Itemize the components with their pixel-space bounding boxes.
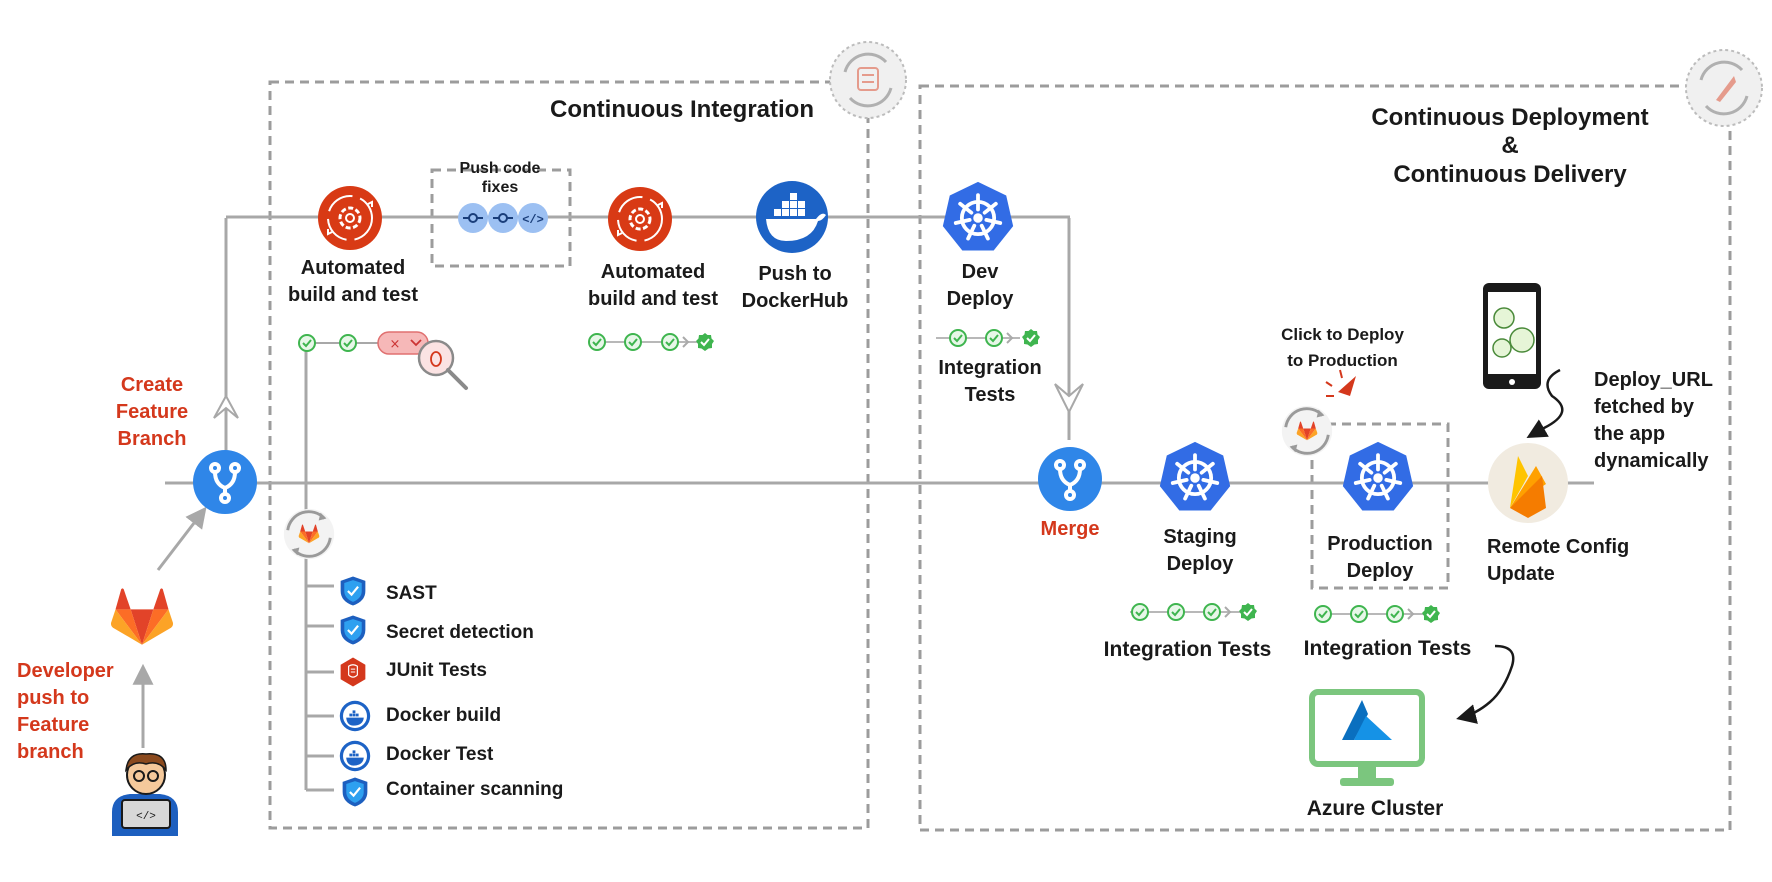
- cd-title-line3: Continuous Delivery: [1393, 161, 1627, 188]
- svg-text:×: ×: [390, 337, 401, 352]
- kubernetes-icon: [940, 180, 1016, 253]
- curved-arrow-phone: [1526, 368, 1564, 438]
- monitor-icon: [1309, 689, 1425, 786]
- click-deploy-label: Click to Deploy to Production: [1281, 325, 1404, 370]
- shield-icon: [339, 575, 367, 607]
- svg-text:</>: </>: [136, 811, 156, 823]
- kubernetes-icon: [1340, 440, 1416, 513]
- merge-git-icon: [1037, 446, 1103, 512]
- cd-rocket-icon: [1685, 49, 1763, 127]
- developer-push-label: Developer push to Feature branch: [17, 660, 114, 763]
- push-fixes-label: Push code fixes: [459, 160, 541, 196]
- bug-icon: [430, 351, 442, 367]
- ci-checks-2: [588, 332, 715, 352]
- refresh-icon: [1282, 406, 1332, 456]
- firebase-icon: [1488, 443, 1568, 523]
- cd-title-line2: &: [1501, 132, 1519, 159]
- kubernetes-icon: [1157, 440, 1233, 513]
- gitlab-icon: [110, 588, 174, 645]
- shield-icon: [341, 776, 369, 808]
- step-docker-build: Docker build: [386, 705, 502, 726]
- refresh-icon: [284, 509, 334, 559]
- prod-checks: [1314, 604, 1441, 624]
- dev-integration-tests-label: Integration Tests: [938, 357, 1042, 406]
- azure-icon: [1342, 700, 1368, 740]
- step-junit: JUnit Tests: [386, 660, 488, 681]
- production-box: [1310, 422, 1450, 590]
- step-secret-detection: Secret detection: [386, 622, 534, 643]
- ci-refresh-icon: [829, 41, 907, 119]
- developer-icon: </>: [112, 753, 178, 836]
- docker-build-icon: [339, 700, 371, 732]
- ci-box: [268, 80, 870, 830]
- staging-label: Staging Deploy: [1163, 526, 1237, 575]
- curved-arrow-azure: [1456, 644, 1515, 724]
- merge-label: Merge: [1040, 518, 1100, 540]
- step-sast: SAST: [386, 583, 437, 604]
- remote-config-label: Remote Config Update: [1487, 536, 1630, 585]
- cd-box: [918, 84, 1732, 832]
- shield-icon: [339, 614, 367, 646]
- commit-icon: </>: [458, 203, 548, 233]
- ci-title: Continuous Integration: [550, 96, 814, 123]
- create-branch-label: Create Feature Branch: [115, 374, 189, 450]
- git-branch-icon: [192, 449, 258, 515]
- ci-checks-1: ×: [298, 331, 468, 390]
- step-docker-test: Docker Test: [386, 744, 494, 765]
- build1-label: Automated build and test: [288, 257, 418, 306]
- dev-deploy-label: Dev Deploy: [946, 261, 1014, 310]
- azure-label: Azure Cluster: [1306, 797, 1444, 820]
- prod-integration-tests-label: Integration Tests: [1303, 637, 1472, 660]
- cursor-click-icon: [1325, 369, 1356, 397]
- build-gear-icon-2: [607, 186, 673, 252]
- deploy-url-label: Deploy_URL fetched by the app dynamicall…: [1594, 369, 1713, 472]
- step-container-scanning: Container scanning: [386, 779, 564, 800]
- up-chevron-icon: [213, 393, 239, 419]
- production-label: Production Deploy: [1327, 533, 1433, 582]
- phone-icon: [1483, 283, 1541, 389]
- staging-checks: [1130, 602, 1258, 622]
- code-icon: </>: [522, 213, 544, 227]
- docker-icon: [756, 181, 828, 253]
- docker-test-icon: [339, 740, 371, 772]
- junit-icon: [340, 656, 366, 688]
- cd-title-line1: Continuous Deployment: [1371, 104, 1649, 131]
- build2-label: Automated build and test: [588, 261, 718, 310]
- down-chevron-icon: [1054, 383, 1084, 415]
- staging-integration-tests-label: Integration Tests: [1103, 638, 1272, 661]
- build-gear-icon: [317, 185, 383, 251]
- docker-push-label: Push to DockerHub: [741, 263, 849, 312]
- dev-checks: [936, 328, 1041, 348]
